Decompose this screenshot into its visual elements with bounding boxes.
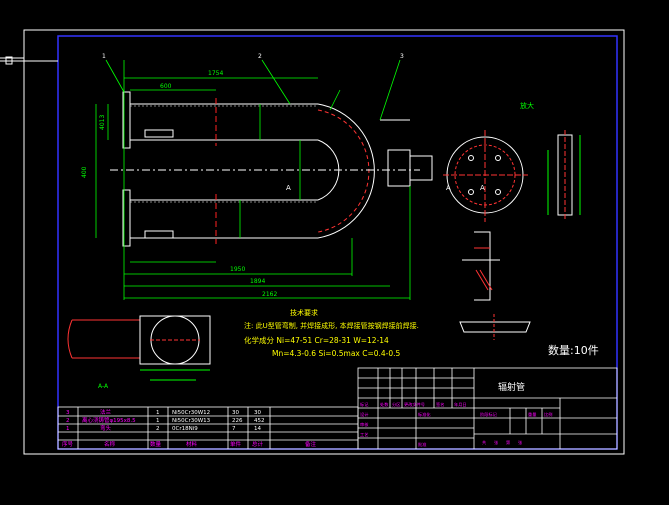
tb-cell-17: 张 bbox=[518, 439, 523, 446]
section-marker-right: A bbox=[446, 184, 451, 192]
dim-bottom-2162: 2162 bbox=[262, 291, 277, 298]
dim-top-600: 600 bbox=[160, 83, 172, 90]
bom-row-1-no: 3 bbox=[66, 410, 70, 416]
bom-header-name: 名称 bbox=[104, 440, 116, 448]
bom-header-qty: 数量 bbox=[150, 440, 162, 448]
bom-row-1-qty: 1 bbox=[156, 410, 160, 416]
bom-row-1-material: Ni50Cr30W12 bbox=[172, 410, 210, 416]
tb-cell-3: 更改文件号 bbox=[404, 401, 425, 408]
tb-cell-1: 处数 bbox=[380, 401, 389, 408]
crosshair-cursor-icon bbox=[0, 56, 58, 65]
bom-row-2-w2: 452 bbox=[254, 418, 265, 424]
tb-cell-16: 第 bbox=[506, 439, 510, 446]
bom-rows: 3 法兰 1 Ni50Cr30W12 30 30 2 离心浇铸管φ195x8.5… bbox=[62, 408, 317, 448]
section-marker-left: A bbox=[286, 184, 291, 192]
flange-detail-view bbox=[443, 130, 528, 222]
tb-cell-12: 重量 bbox=[528, 411, 536, 418]
bom-header-total: 总计 bbox=[252, 440, 264, 448]
bom-row-3-no: 1 bbox=[66, 426, 70, 432]
part-numbers: 1 2 3 bbox=[102, 53, 404, 60]
inner-border bbox=[57, 35, 618, 450]
notes-line-2: 化学成分 Ni=47-51 Cr=28-31 W=12-14 bbox=[244, 335, 389, 345]
dimension-texts: 1754 600 400 4013 1950 1894 2162 bbox=[81, 70, 277, 298]
dim-bottom-1894: 1894 bbox=[250, 278, 265, 285]
bom-header-remark: 备注 bbox=[305, 440, 317, 448]
flange-side-view bbox=[547, 130, 581, 220]
section-marker-mid: A bbox=[480, 184, 485, 192]
title-block bbox=[357, 367, 618, 450]
view-label: 放大 bbox=[520, 101, 534, 110]
title-block-title: 辐射管 bbox=[498, 381, 525, 393]
notes-heading: 技术要求 bbox=[290, 308, 318, 317]
bom-row-2-w1: 226 bbox=[232, 418, 243, 424]
tb-cell-11: 阶段标记 bbox=[480, 411, 498, 418]
bom-row-3-w2: 14 bbox=[254, 426, 261, 432]
centerlines bbox=[110, 98, 420, 244]
part-number-3: 3 bbox=[400, 53, 404, 60]
tb-cell-0: 标记 bbox=[360, 401, 369, 408]
bom-row-2-name: 离心浇铸管φ195x8.5 bbox=[82, 416, 136, 424]
end-fitting bbox=[380, 119, 433, 187]
bom-header-material: 材料 bbox=[186, 440, 198, 448]
bom-row-2-qty: 1 bbox=[156, 418, 160, 424]
bom-row-2-no: 2 bbox=[66, 418, 70, 424]
bom-row-3-qty: 2 bbox=[156, 426, 160, 432]
part-number-1: 1 bbox=[102, 53, 106, 60]
bom-table bbox=[57, 406, 359, 450]
dim-left-4013: 4013 bbox=[99, 115, 106, 130]
notes-line-3: Mn=4.3-0.6 Si=0.5max C=0.4-0.5 bbox=[272, 349, 401, 358]
quantity-label: 数量:10件 bbox=[548, 344, 599, 357]
dim-top-1754: 1754 bbox=[208, 70, 223, 77]
plate-detail bbox=[459, 314, 531, 340]
bom-row-3-material: 0Cr18Ni9 bbox=[172, 426, 198, 432]
bom-header-unit: 单件 bbox=[230, 440, 242, 448]
tb-cell-5: 年月日 bbox=[454, 401, 467, 408]
section-a-a-view bbox=[67, 315, 211, 381]
bom-row-2-material: Ni50Cr30W13 bbox=[172, 418, 211, 424]
tb-cell-6: 设计 bbox=[360, 411, 368, 418]
tb-cell-8: 审核 bbox=[360, 421, 369, 428]
tb-cell-2: 分区 bbox=[392, 401, 400, 408]
technical-notes: 技术要求 注: 此U型管弯制, 并焊接成形, 本焊接管按钢焊接前焊接. 化学成分… bbox=[244, 308, 419, 358]
bom-row-3-w1: 7 bbox=[232, 426, 236, 432]
bom-row-1-name: 法兰 bbox=[100, 408, 112, 416]
tb-cell-10: 批准 bbox=[418, 441, 426, 448]
weld-detail bbox=[462, 231, 500, 301]
section-a-a-label: A-A bbox=[98, 383, 109, 390]
outer-frame bbox=[23, 29, 625, 455]
pipe-wall-hatch bbox=[130, 105, 318, 203]
notes-line-1: 注: 此U型管弯制, 并焊接成形, 本焊接管按钢焊接前焊接. bbox=[244, 321, 419, 330]
part-number-2: 2 bbox=[258, 53, 262, 60]
dim-bottom-1950: 1950 bbox=[230, 266, 245, 273]
bom-row-1-w2: 30 bbox=[254, 410, 261, 416]
tb-cell-13: 比例 bbox=[544, 411, 552, 418]
u-tube-main-view bbox=[122, 91, 375, 247]
title-block-cells: 标记 处数 分区 更改文件号 签名 年月日 设计 标准化 审核 工艺 批准 阶段… bbox=[360, 401, 552, 448]
dim-left-400: 400 bbox=[81, 166, 88, 178]
tb-cell-15: 张 bbox=[494, 439, 499, 446]
tb-cell-7: 标准化 bbox=[418, 411, 431, 418]
tb-cell-9: 工艺 bbox=[360, 432, 368, 437]
bom-row-1-w1: 30 bbox=[232, 410, 239, 416]
bom-row-3-name: 弯头 bbox=[100, 424, 112, 432]
tb-cell-4: 签名 bbox=[436, 401, 444, 408]
bom-header-no: 序号 bbox=[62, 440, 74, 448]
section-markers: A A A bbox=[286, 184, 485, 192]
tb-cell-14: 共 bbox=[482, 439, 486, 446]
dimension-lines bbox=[95, 59, 411, 300]
